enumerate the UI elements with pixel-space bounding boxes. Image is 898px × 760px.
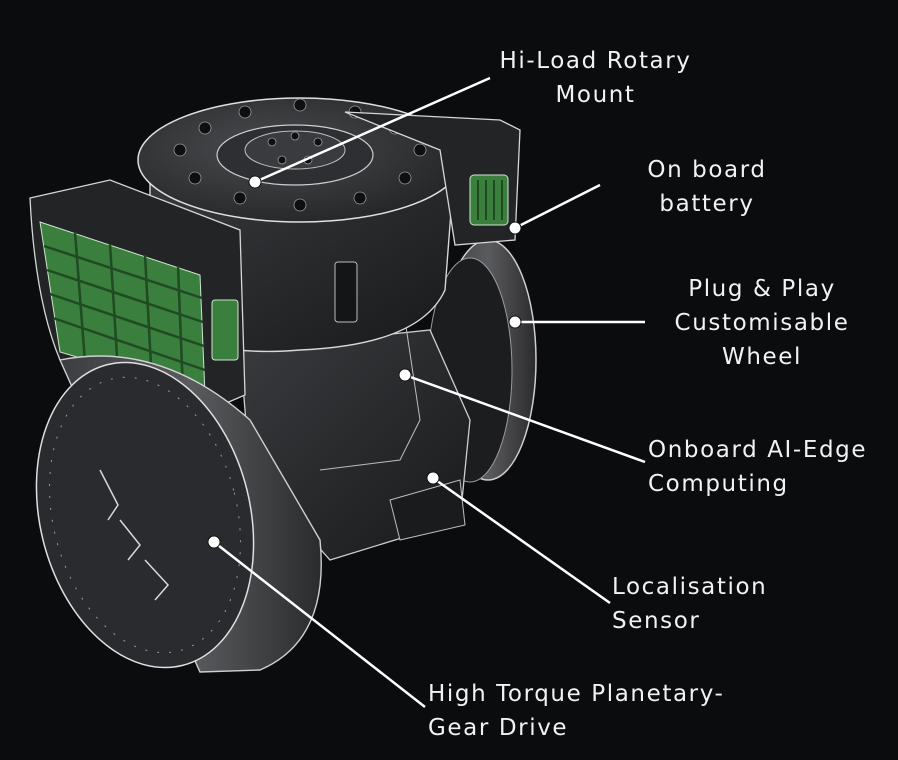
callout-lines [213, 76, 646, 708]
top-plate [137, 97, 463, 223]
battery-pack-left [29, 179, 246, 411]
battery-pack-right [344, 111, 521, 246]
callout-computing: Onboard AI-Edge Computing [648, 437, 868, 497]
callout-battery: On board battery [647, 157, 767, 217]
callout-sensor: Localisation Sensor [612, 574, 768, 634]
callout-dots [207, 175, 522, 549]
callout-rotary-mount: Hi-Load Rotary Mount [499, 48, 692, 108]
front-wheel [35, 355, 322, 673]
callout-gear-drive: High Torque Planetary- Gear Drive [428, 681, 725, 741]
callout-wheel: Plug & Play Customisable Wheel [674, 276, 850, 370]
